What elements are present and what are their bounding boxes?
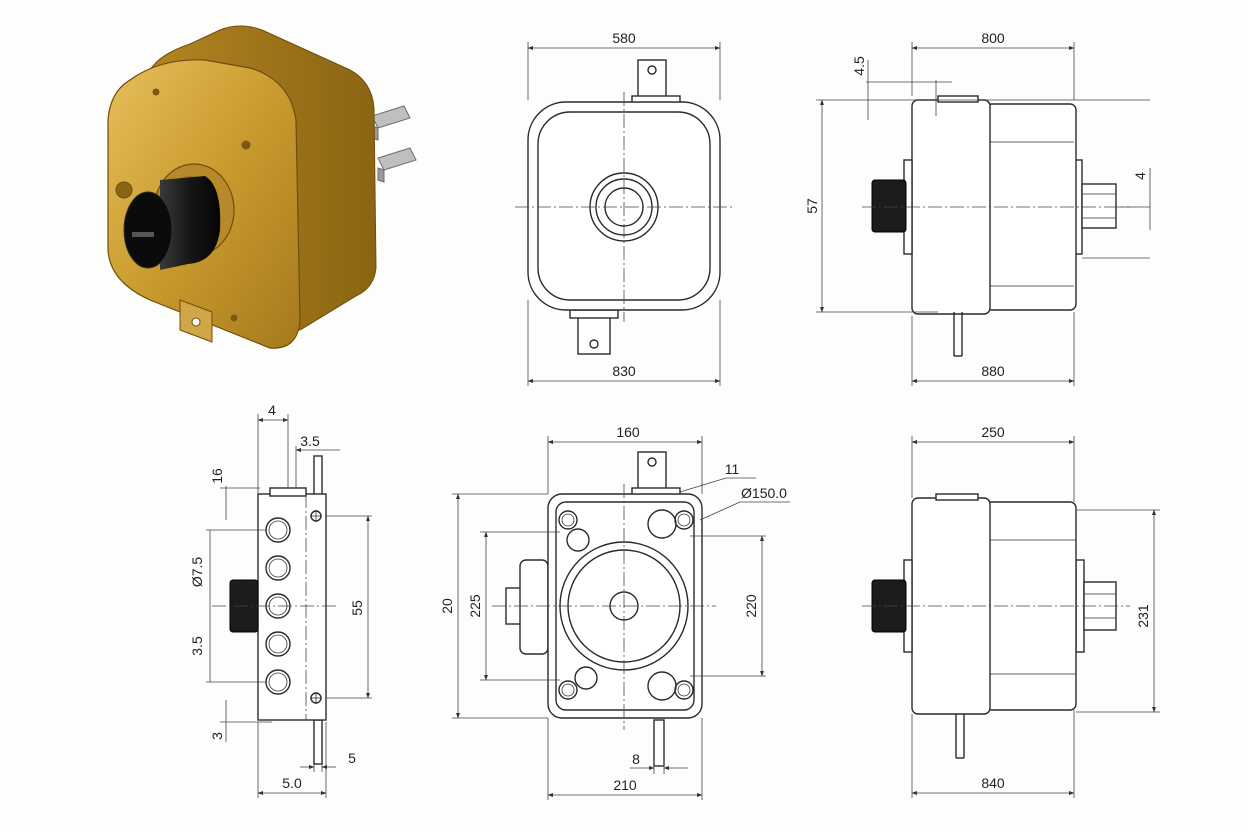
rear-dim-top: 160	[616, 424, 640, 440]
side-view-top: 800 880 57 4.5 4	[804, 30, 1151, 386]
bolt-lower	[377, 147, 417, 171]
front-view: 580 830	[515, 30, 732, 386]
rear-view: 160 11 Ø150.0 20 225 220 8 210	[439, 424, 790, 800]
front-dim-top: 580	[612, 30, 636, 46]
edge-dim-left-upper: 16	[209, 468, 225, 484]
rear-dim-tab: 11	[725, 461, 740, 477]
side-top-dim-offset: 4.5	[851, 56, 867, 76]
side-bottom-dim-bottom: 840	[981, 775, 1005, 791]
rear-dim-pin: 8	[632, 751, 640, 767]
key-slot	[132, 232, 154, 237]
rear-dim-bottom: 210	[613, 777, 637, 793]
bolt-upper	[371, 105, 411, 129]
front-dim-bottom: 830	[612, 363, 636, 379]
case-side	[149, 25, 377, 331]
side-view-bottom: 250 231 840	[862, 424, 1160, 798]
rear-dim-outer-height: 20	[439, 598, 455, 614]
edge-dim-pitch: 3.5	[189, 636, 205, 656]
edge-dim-bottom-width: 5.0	[282, 775, 302, 791]
edge-dim-top-inner: 3.5	[300, 433, 320, 449]
rear-dim-right-height: 220	[743, 594, 759, 618]
edge-dim-height: 55	[349, 600, 365, 616]
knob-face	[123, 191, 173, 269]
side-bottom-dim-height: 231	[1135, 604, 1151, 628]
side-top-dim-shaft: 4	[1132, 172, 1148, 180]
edge-dim-top: 4	[268, 402, 276, 418]
edge-view: 4 3.5 16 Ø7.5 3.5 55 3 5.0 5	[189, 402, 372, 798]
edge-dim-bottom-right: 5	[348, 750, 356, 766]
edge-dim-hole: Ø7.5	[189, 557, 205, 588]
rear-dim-inner-height: 225	[467, 594, 483, 618]
rear-dim-circle: Ø150.0	[741, 485, 787, 501]
side-top-dim-bottom: 880	[981, 363, 1005, 379]
knob	[160, 176, 221, 270]
side-top-dim-top: 800	[981, 30, 1005, 46]
edge-dim-bottom-left: 3	[209, 732, 225, 740]
isometric-lock-render	[107, 25, 417, 349]
side-bottom-dim-top: 250	[981, 424, 1005, 440]
side-top-dim-height: 57	[804, 198, 820, 214]
